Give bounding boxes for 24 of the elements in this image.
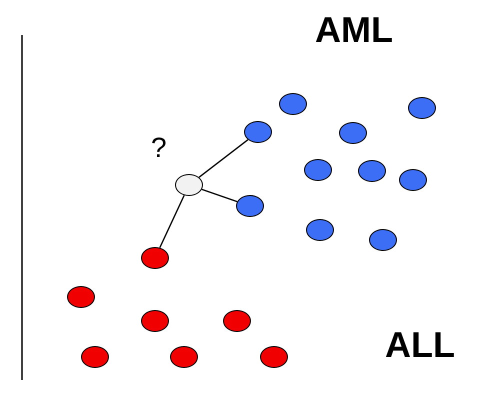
data-point [223, 310, 251, 332]
class-label: ALL [385, 327, 455, 363]
class-label: AML [315, 12, 393, 48]
data-point [399, 169, 427, 191]
data-point [306, 219, 334, 241]
data-point [279, 93, 307, 115]
data-point [408, 97, 436, 119]
data-point [236, 195, 264, 217]
data-point [141, 247, 169, 269]
data-point [67, 286, 95, 308]
query-point [175, 174, 203, 196]
data-point [304, 159, 332, 181]
data-point [244, 121, 272, 143]
question-mark: ? [151, 134, 167, 162]
data-point [260, 346, 288, 368]
data-point [141, 310, 169, 332]
data-point [358, 160, 386, 182]
connector-line [159, 195, 185, 248]
connector-line [202, 188, 238, 202]
data-point [339, 122, 367, 144]
connector-line [198, 139, 248, 178]
data-point [170, 346, 198, 368]
data-point [369, 229, 397, 251]
data-point [81, 346, 109, 368]
